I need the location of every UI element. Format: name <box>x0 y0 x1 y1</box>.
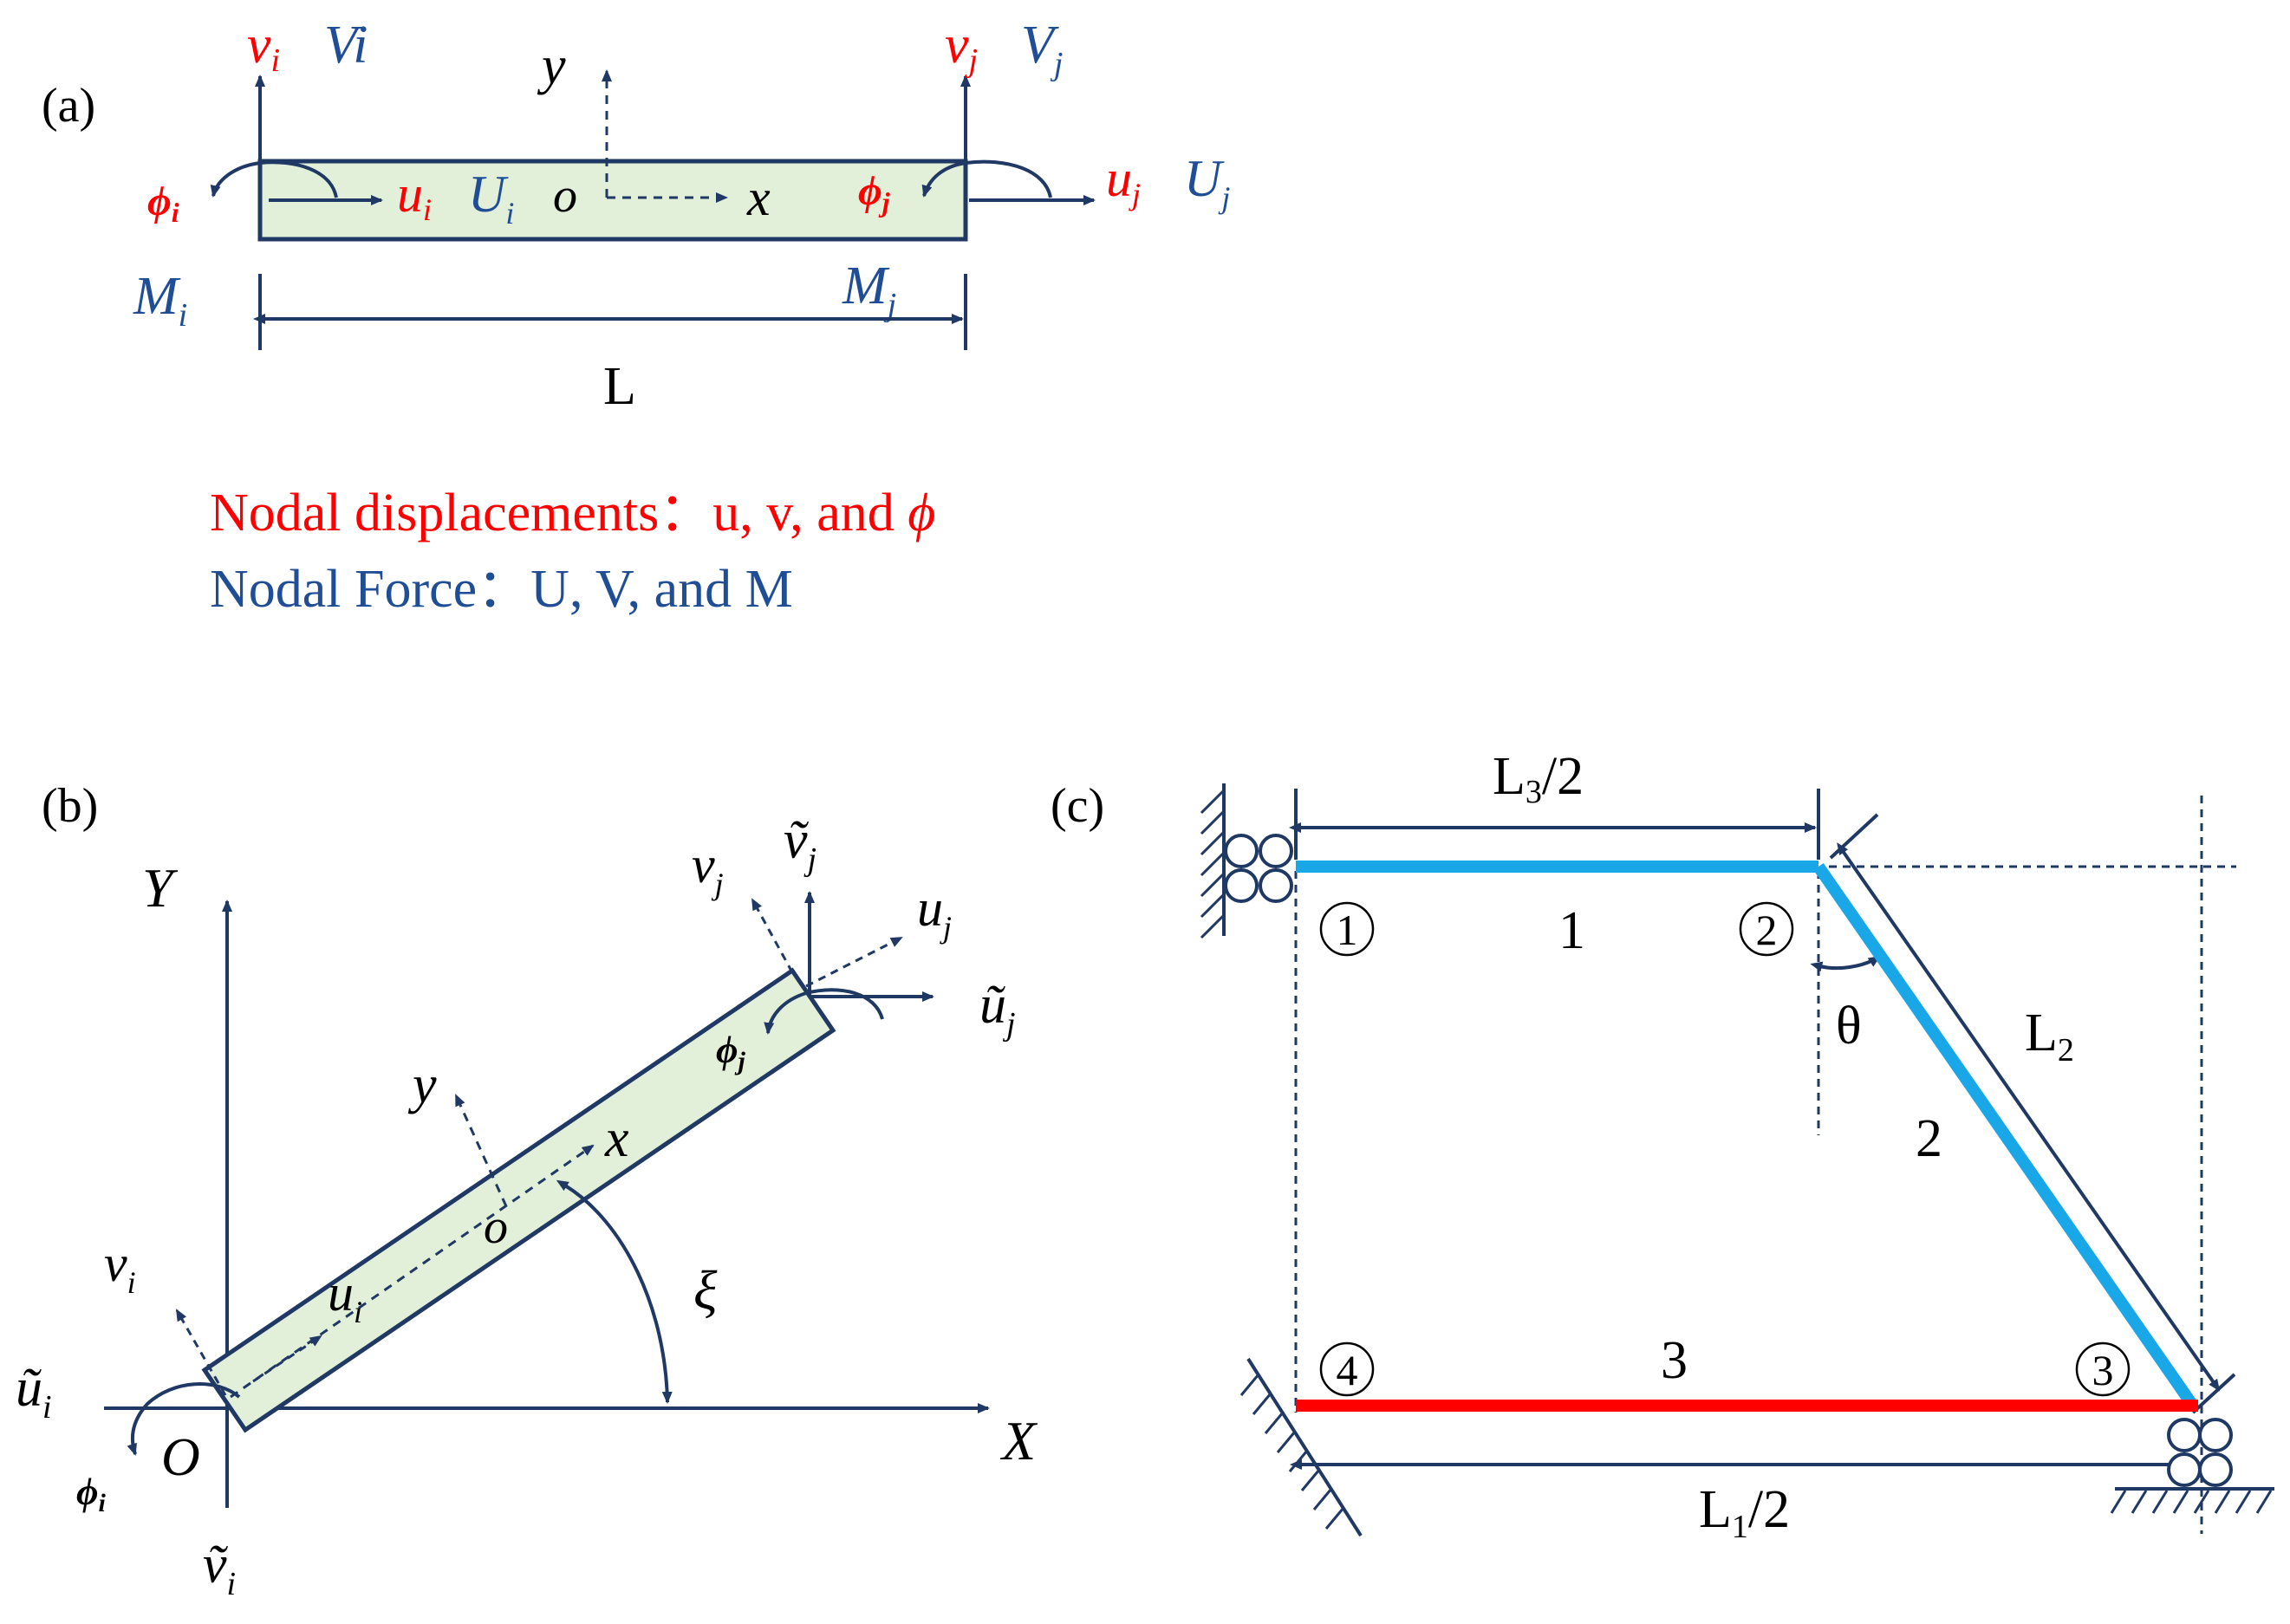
label-vj: vj <box>945 16 978 79</box>
dim-tick-l2-top <box>1829 813 1879 860</box>
axis-y-local-b <box>454 1094 508 1207</box>
label-uj-b: uj <box>917 880 952 945</box>
label-o-b: o <box>484 1200 508 1254</box>
label-L1-half: L1/2 <box>1699 1480 1790 1545</box>
panel-c-label: (c) <box>1051 779 1104 833</box>
label-ui-b: ui <box>328 1264 362 1329</box>
legend-displacements: Nodal displacements：u, v, and ϕ <box>210 484 935 542</box>
label-Mi: Mi <box>133 267 187 334</box>
moment-arc-j <box>921 159 1052 198</box>
label-phi-j-b: ϕj <box>716 1029 745 1075</box>
beam-b <box>201 967 836 1433</box>
svg-text:2: 2 <box>1756 906 1778 954</box>
arrow-uj-b <box>805 936 903 988</box>
label-uj-a: uj <box>1106 150 1141 211</box>
member-2-label: 2 <box>1916 1109 1942 1168</box>
label-vt-i: ṽi <box>203 1536 236 1602</box>
label-L2: L2 <box>2025 1004 2074 1069</box>
node-2-marker: 2 <box>1739 901 1794 957</box>
angle-arc-xi <box>556 1179 673 1404</box>
label-o-a: o <box>553 169 577 223</box>
label-x-b: x <box>604 1109 629 1168</box>
label-Uj: Uj <box>1184 150 1230 215</box>
arrow-vi-b <box>175 1309 227 1396</box>
label-xi: ξ <box>693 1259 718 1321</box>
axis-x-local-b <box>230 1144 595 1399</box>
moment-arc-i <box>210 160 338 198</box>
panel-b: (b) Y X O o x y ξ ui <box>16 779 1038 1602</box>
label-Vj: Vj <box>1021 16 1063 82</box>
label-X: X <box>999 1410 1038 1471</box>
legend-forces: Nodal Force：U, V, and M <box>210 560 793 619</box>
label-x-a: x <box>746 169 771 226</box>
node-3-marker: 3 <box>2075 1341 2131 1397</box>
legend: Nodal displacements：u, v, and ϕ Nodal Fo… <box>210 484 935 619</box>
node-1-marker: 1 <box>1319 901 1375 957</box>
panel-b-label: (b) <box>42 779 98 833</box>
label-ui-a: ui <box>397 166 432 227</box>
label-Mj: Mj <box>842 257 896 323</box>
label-vt-j: ṽj <box>784 811 816 878</box>
roller-support-node3 <box>2110 1418 2274 1514</box>
panel-a: (a) vi Vi y vj Vj ϕi ui Ui o x ϕj uj Uj … <box>42 16 1230 416</box>
label-length-L: L <box>603 357 636 416</box>
label-ut-j: ũj <box>979 976 1016 1043</box>
moment-arc-i-b <box>127 1382 241 1456</box>
label-Y: Y <box>142 857 179 919</box>
member-3-label: 3 <box>1661 1331 1688 1390</box>
label-Ui: Ui <box>468 166 514 231</box>
svg-text:1: 1 <box>1337 906 1358 954</box>
moment-arc-j-b <box>764 988 884 1035</box>
label-vi: vi <box>247 16 280 79</box>
roller-support-node1 <box>1200 783 1293 939</box>
label-vi-b: vi <box>104 1235 136 1300</box>
svg-text:4: 4 <box>1337 1346 1358 1394</box>
label-Vi: Vi <box>324 16 368 75</box>
member-2 <box>1813 863 2198 1409</box>
label-phi-i-a: ϕi <box>147 179 179 228</box>
label-theta: θ <box>1836 997 1862 1056</box>
panel-c: (c) <box>1051 747 2274 1545</box>
dim-line-l2 <box>1837 842 2221 1392</box>
panel-a-label: (a) <box>42 79 95 133</box>
svg-text:3: 3 <box>2092 1346 2114 1394</box>
label-phi-i-b: ϕi <box>76 1471 106 1517</box>
label-ut-i: ũi <box>16 1359 52 1426</box>
label-vj-b: vj <box>692 836 724 901</box>
dim-tick-l2-bottom <box>2191 1373 2236 1414</box>
label-O: O <box>161 1428 200 1487</box>
arrow-vj-b <box>751 898 794 973</box>
node-4-marker: 4 <box>1319 1341 1375 1397</box>
label-y-b: y <box>407 1056 437 1114</box>
label-phi-j-a: ϕj <box>858 168 890 218</box>
angle-arc-theta <box>1810 955 1881 972</box>
fixed-support-node4 <box>1239 1357 1363 1537</box>
label-L3-half: L3/2 <box>1493 747 1584 810</box>
label-y-a: y <box>537 36 566 95</box>
member-1-label: 1 <box>1558 901 1585 960</box>
